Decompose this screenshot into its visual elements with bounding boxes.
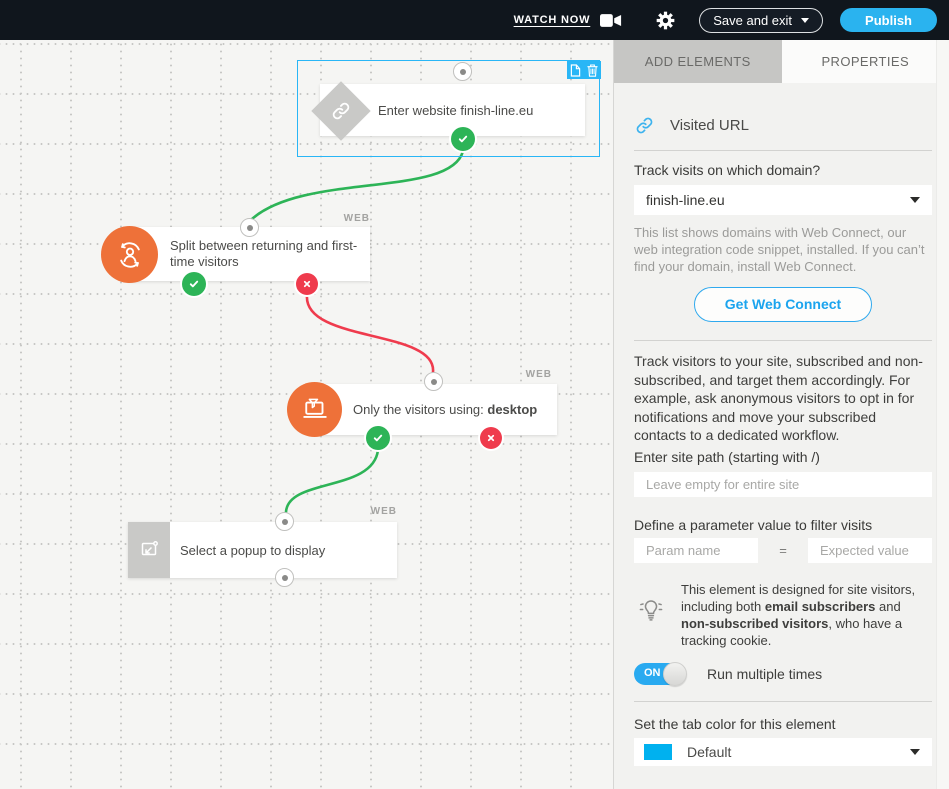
web-badge: WEB (370, 506, 397, 517)
web-badge: WEB (343, 213, 370, 224)
node-device-filter-label: Only the visitors using: desktop (353, 402, 538, 417)
publish-button[interactable]: Publish (840, 8, 937, 32)
site-path-input[interactable] (634, 471, 932, 497)
equals-sign: = (779, 542, 787, 558)
panel-header: Visited URL (634, 113, 932, 137)
node-split-visitors[interactable]: Split between returning and first-time v… (128, 227, 370, 281)
output-no-split[interactable] (296, 273, 318, 295)
element-description: Track visitors to your site, subscribed … (634, 353, 923, 443)
param-name-input[interactable] (634, 537, 758, 563)
node-visited-url[interactable]: Enter website finish-line.eu (320, 84, 585, 136)
chevron-down-icon (910, 197, 920, 203)
node-device-filter[interactable]: Only the visitors using: desktop (320, 384, 557, 435)
output-yes-device[interactable] (366, 426, 390, 450)
tip-text: This element is designed for site visito… (681, 581, 916, 648)
node-show-popup-label: Select a popup to display (180, 542, 326, 558)
divider (634, 150, 932, 151)
node-visited-url-label: Enter website finish-line.eu (378, 102, 534, 118)
chevron-down-icon (910, 748, 920, 755)
connector-in-visited-url[interactable] (453, 62, 472, 81)
divider (634, 340, 932, 341)
save-and-exit-label: Save and exit (713, 12, 793, 28)
color-swatch (644, 743, 672, 760)
lightbulb-tip-icon (634, 581, 668, 649)
domain-help-text: This list shows domains with Web Connect… (634, 225, 925, 274)
tab-color-label: Set the tab color for this element (634, 715, 836, 732)
run-multiple-times-label: Run multiple times (707, 665, 823, 682)
properties-panel: ADD ELEMENTS PROPERTIES Visited URL Trac… (613, 40, 949, 789)
node-split-visitors-label: Split between returning and first-time v… (170, 238, 358, 269)
save-and-exit-button[interactable]: Save and exit (699, 7, 824, 33)
duplicate-icon[interactable] (570, 63, 581, 77)
popup-icon (128, 522, 170, 578)
tab-color-value: Default (687, 743, 732, 760)
run-multiple-times-toggle[interactable]: ON (634, 661, 687, 686)
web-badge: WEB (525, 369, 552, 380)
get-web-connect-button[interactable]: Get Web Connect (693, 287, 873, 322)
tab-properties[interactable]: PROPERTIES (781, 40, 949, 83)
divider (634, 700, 932, 702)
output-yes-split[interactable] (182, 272, 206, 296)
chain-link-icon (636, 117, 653, 133)
chevron-down-icon (801, 17, 810, 23)
node-show-popup[interactable]: Select a popup to display (128, 522, 397, 578)
param-value-input[interactable] (808, 537, 932, 563)
node-toolbar (567, 61, 601, 79)
output-no-device[interactable] (480, 427, 502, 449)
settings-gear-icon[interactable] (656, 11, 675, 30)
chain-link-icon (311, 81, 371, 141)
output-success-visited-url[interactable] (451, 127, 475, 151)
wire-green-2 (284, 448, 380, 514)
top-bar: WATCH NOW Save and exit Publish (0, 0, 949, 40)
workflow-canvas[interactable]: Enter website finish-line.eu WEB Split b… (0, 40, 613, 789)
wire-red-1 (305, 293, 435, 374)
parameter-label: Define a parameter value to filter visit… (634, 516, 873, 533)
connector-in-split[interactable] (240, 218, 259, 237)
panel-title: Visited URL (670, 116, 749, 134)
returning-visitor-icon (101, 226, 158, 283)
video-camera-icon[interactable] (600, 13, 622, 28)
tab-color-select[interactable]: Default (634, 737, 932, 766)
tip-note: This element is designed for site visito… (634, 581, 932, 649)
tab-add-elements[interactable]: ADD ELEMENTS (614, 40, 782, 83)
delete-icon[interactable] (587, 63, 598, 77)
site-path-label: Enter site path (starting with /) (634, 448, 820, 465)
device-filter-icon (287, 382, 342, 437)
domain-label: Track visits on which domain? (634, 162, 821, 178)
panel-tabs: ADD ELEMENTS PROPERTIES (614, 40, 949, 83)
connector-out-popup[interactable] (275, 568, 294, 587)
domain-select[interactable]: finish-line.eu (634, 185, 932, 215)
domain-select-value: finish-line.eu (646, 192, 725, 208)
connector-in-device[interactable] (424, 372, 443, 391)
toggle-state: ON (644, 666, 661, 679)
panel-scrollbar[interactable] (936, 40, 949, 789)
toggle-knob[interactable] (663, 661, 687, 686)
watch-now-link[interactable]: WATCH NOW (513, 14, 591, 26)
wire-green-1 (250, 149, 465, 221)
selection-outline (297, 60, 600, 157)
connector-in-popup[interactable] (275, 512, 294, 531)
